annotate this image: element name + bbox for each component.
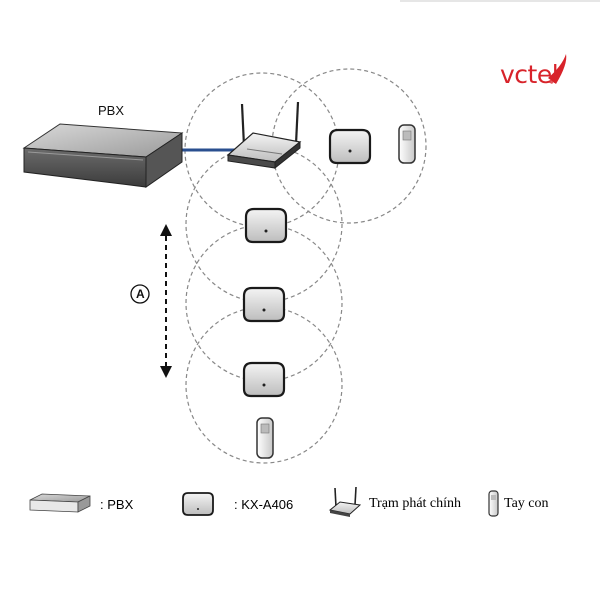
pbx-icon <box>22 123 184 188</box>
legend-label-pbx: : PBX <box>100 497 134 512</box>
vctel-logo-mark <box>548 54 567 84</box>
base-station-icon <box>226 101 302 170</box>
legend-label-repeater: : KX-A406 <box>234 497 294 512</box>
legend-label-handset: Tay con <box>504 496 549 511</box>
coverage-circles <box>184 68 427 464</box>
legend-pbx-icon <box>29 493 91 513</box>
legend-repeater-icon <box>182 492 214 516</box>
pbx-label: PBX <box>98 103 125 118</box>
legend-handset-icon <box>488 490 499 517</box>
legend-base-station-icon <box>328 486 362 517</box>
distance-badge <box>130 284 150 304</box>
brand-logo-text: vctel <box>500 60 559 89</box>
repeater-unit-3 <box>242 286 286 323</box>
repeater-unit-2 <box>244 207 288 244</box>
handset-unit-1 <box>398 124 416 164</box>
repeater-unit-1 <box>328 128 372 165</box>
legend-label-base-station: Trạm phát chính <box>369 496 462 511</box>
handset-unit-2 <box>256 417 274 459</box>
distance-label: A <box>136 287 145 301</box>
repeater-unit-4 <box>242 361 286 398</box>
distance-arrow <box>160 224 172 378</box>
